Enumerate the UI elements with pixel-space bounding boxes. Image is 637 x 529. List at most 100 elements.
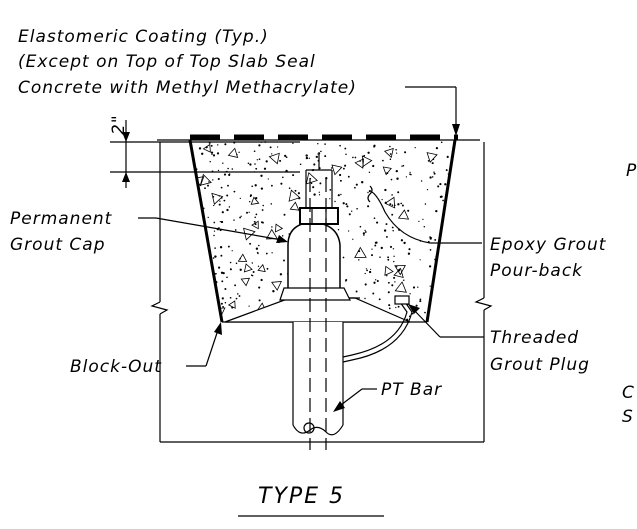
stipple-dot xyxy=(211,153,213,156)
stipple-dot xyxy=(257,265,260,267)
stipple-dot xyxy=(284,154,287,158)
stipple-dot xyxy=(329,198,331,200)
stipple-dot xyxy=(337,228,340,231)
stipple-dot xyxy=(429,237,432,240)
stipple-dot xyxy=(381,198,383,201)
stipple-triangle xyxy=(257,263,266,273)
stipple-dot xyxy=(337,194,340,197)
stipple-dot xyxy=(407,209,410,212)
stipple-dot xyxy=(312,186,315,189)
stipple-dot xyxy=(414,146,416,149)
stipple-dot xyxy=(209,160,211,163)
stipple-dot xyxy=(214,247,216,249)
stipple-dot xyxy=(192,245,195,248)
stipple-triangle xyxy=(383,147,394,159)
stipple-dot xyxy=(420,180,423,182)
stipple-dot xyxy=(391,194,393,196)
stipple-dot xyxy=(194,202,196,204)
stipple-dot xyxy=(210,144,213,147)
stipple-dot xyxy=(260,187,264,190)
stipple-dot xyxy=(234,229,237,231)
stipple-dot xyxy=(444,250,446,253)
stipple-dot xyxy=(196,237,199,240)
stipple-dot xyxy=(324,155,327,158)
stipple-dot xyxy=(212,179,214,181)
stipple-dot xyxy=(223,173,227,176)
stipple-dot xyxy=(393,260,395,263)
stipple-dot xyxy=(227,245,230,248)
stipple-dot xyxy=(191,216,194,218)
stipple-dot xyxy=(271,153,273,155)
stipple-dot xyxy=(424,311,426,314)
stipple-dot xyxy=(380,246,383,250)
stipple-dot xyxy=(305,154,308,157)
stipple-dot xyxy=(313,163,316,166)
stipple-dot xyxy=(247,162,250,165)
stipple-dot xyxy=(369,268,372,270)
stipple-triangle xyxy=(227,300,236,309)
stipple-dot xyxy=(446,155,449,158)
stipple-triangle xyxy=(275,223,284,233)
stipple-dot xyxy=(204,187,206,190)
stipple-dot xyxy=(344,147,347,150)
stipple-dot xyxy=(354,156,357,159)
stipple-dot xyxy=(450,275,453,278)
stipple-triangle xyxy=(190,269,204,282)
stipple-dot xyxy=(385,223,388,226)
stipple-dot xyxy=(386,274,388,277)
stipple-dot xyxy=(223,199,226,202)
stipple-dot xyxy=(255,247,259,250)
stipple-dot xyxy=(449,232,453,235)
stipple-dot xyxy=(299,163,302,166)
stipple-dot xyxy=(220,186,223,189)
stipple-triangle xyxy=(271,281,282,291)
stipple-dot xyxy=(440,141,443,144)
stipple-dot xyxy=(358,259,360,261)
coating-label-line1: Elastomeric Coating (Typ.) xyxy=(18,27,269,47)
stipple-dot xyxy=(239,197,241,200)
stipple-dot xyxy=(198,256,201,258)
stipple-dot xyxy=(390,178,393,181)
stipple-dot xyxy=(221,297,224,300)
stipple-dot xyxy=(220,302,223,305)
elastomeric-coating xyxy=(157,134,480,141)
stipple-dot xyxy=(442,199,444,202)
stipple-dot xyxy=(424,203,427,205)
edge-cut-text-3: S xyxy=(622,407,634,427)
stipple-dot xyxy=(240,215,242,217)
stipple-dot xyxy=(231,168,234,170)
stipple-dot xyxy=(190,216,192,219)
stipple-dot xyxy=(258,158,261,161)
stipple-dot xyxy=(194,318,197,321)
stipple-dot xyxy=(248,200,251,203)
stipple-dot xyxy=(364,231,367,233)
stipple-dot xyxy=(276,146,279,148)
stipple-dot xyxy=(345,203,348,206)
stipple-dot xyxy=(339,179,342,182)
stipple-dot xyxy=(249,163,252,166)
stipple-dot xyxy=(397,191,400,194)
stipple-dot xyxy=(339,144,341,147)
stipple-dot xyxy=(212,257,215,259)
stipple-triangle xyxy=(361,155,373,168)
stipple-dot xyxy=(427,160,430,162)
grout-cap-leader xyxy=(138,217,288,243)
stipple-dot xyxy=(367,151,370,154)
stipple-dot xyxy=(445,169,448,172)
stipple-dot xyxy=(258,244,260,247)
stipple-dot xyxy=(448,207,451,210)
stipple-dot xyxy=(395,169,398,173)
stipple-dot xyxy=(279,273,283,276)
stipple-dot xyxy=(344,164,347,167)
stipple-dot xyxy=(393,276,396,279)
stipple-dot xyxy=(269,146,272,149)
stipple-dot xyxy=(221,280,224,283)
pt-bar-leader xyxy=(333,388,377,412)
stipple-dot xyxy=(220,254,223,257)
stipple-dot xyxy=(409,171,411,174)
stipple-dot xyxy=(310,182,313,185)
stipple-dot xyxy=(372,164,375,168)
stipple-dot xyxy=(258,144,261,147)
stipple-dot xyxy=(433,313,435,316)
stipple-dot xyxy=(361,181,364,184)
